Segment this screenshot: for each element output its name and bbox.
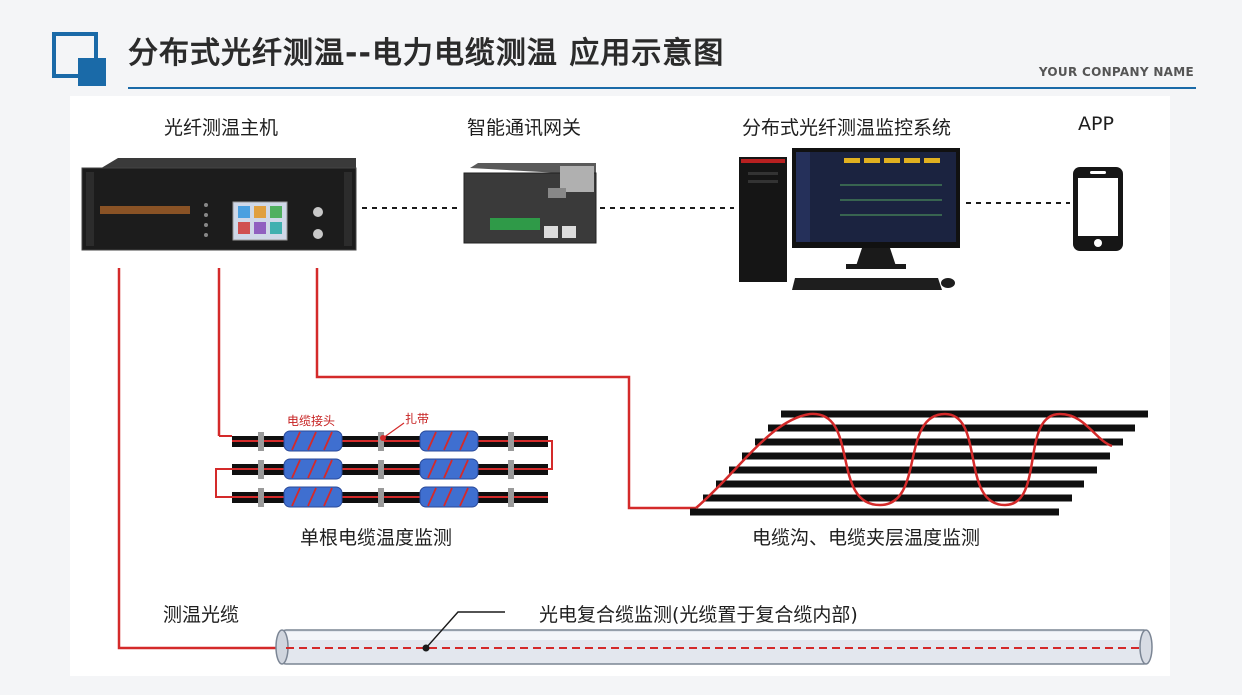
app-label: APP — [1078, 113, 1114, 135]
header-divider — [128, 87, 1196, 89]
tie-callout: 扎带 — [405, 412, 430, 426]
monitor-screen — [796, 152, 956, 242]
gateway-device — [463, 163, 597, 244]
mouse-icon — [941, 278, 955, 288]
fiber-routes — [117, 268, 696, 650]
page-title: 分布式光纤测温--电力电缆测温 应用示意图 — [128, 36, 725, 71]
monitor — [792, 148, 960, 269]
tie-pointer — [382, 422, 405, 439]
logo-icon — [52, 32, 106, 86]
gateway-label: 智能通讯网关 — [467, 117, 582, 139]
single-cable-label: 单根电缆温度监测 — [300, 527, 453, 549]
composite-label: 光电复合缆监测(光缆置于复合缆内部) — [539, 604, 858, 626]
phone-icon — [1073, 167, 1123, 251]
host-unit — [81, 158, 357, 251]
single-cable-group — [215, 422, 553, 508]
composite-cable — [275, 611, 1153, 665]
company-name: YOUR CONPANY NAME — [1038, 65, 1194, 79]
composite-pointer — [425, 611, 505, 649]
computer-tower — [739, 157, 787, 282]
joint-callout: 电缆接头 — [287, 414, 336, 428]
system-label: 分布式光纤测温监控系统 — [742, 117, 952, 139]
keyboard-icon — [792, 278, 942, 290]
cable-trench-group — [690, 410, 1148, 516]
host-label: 光纤测温主机 — [164, 117, 279, 139]
trench-label: 电缆沟、电缆夹层温度监测 — [752, 527, 981, 549]
fiber-cable-label: 测温光缆 — [163, 604, 240, 626]
